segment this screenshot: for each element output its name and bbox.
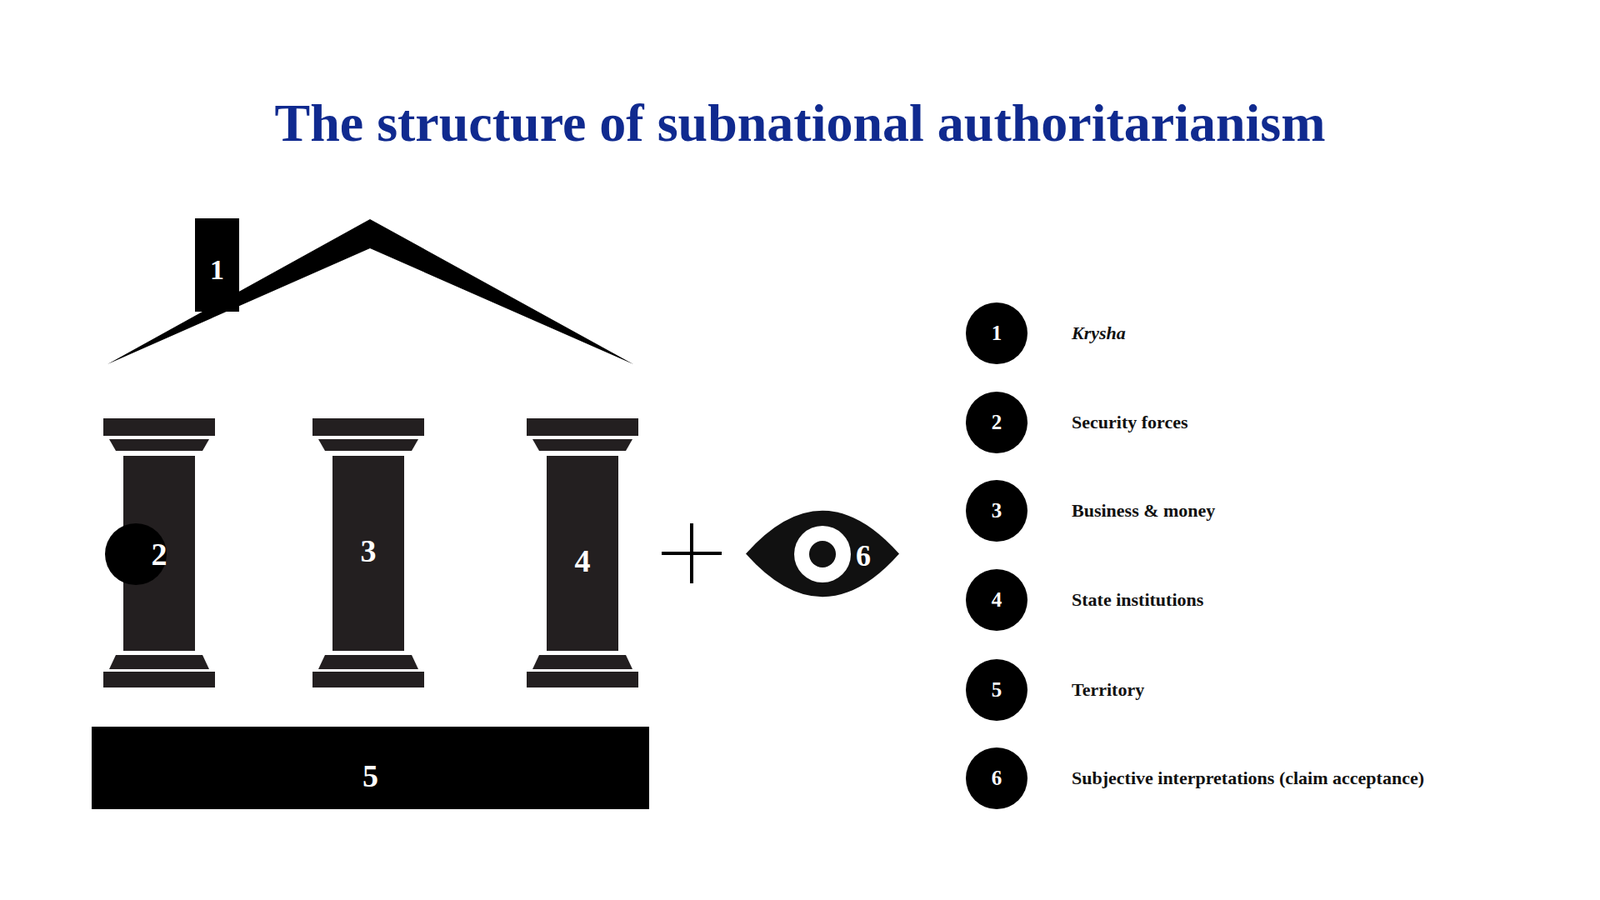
key-circle [965, 569, 1028, 631]
pillar: 4 [526, 418, 639, 688]
plus-sign [690, 523, 694, 584]
key-item-outline [965, 569, 1566, 631]
key-item-outline [965, 391, 1566, 454]
callout-number: 5 [91, 757, 650, 795]
pillar-shape [312, 418, 425, 688]
callout-number: 2 [965, 391, 1028, 454]
chimney-shape [195, 218, 240, 312]
key-item: 2 Security forces [965, 391, 1566, 454]
pillar-shape [103, 418, 215, 688]
pillar: 2 [103, 418, 215, 688]
key-item-outline [965, 480, 1566, 542]
callout-number: 6 [965, 747, 1028, 810]
callout-number: 3 [965, 480, 1028, 542]
chimney-box: 1 [195, 218, 240, 312]
callout-number: 1 [195, 253, 240, 287]
foundation-shape [91, 726, 650, 810]
key-circle [965, 391, 1028, 454]
callout-number: 3 [312, 532, 425, 570]
eye-symbol-outline [745, 509, 900, 599]
key-circle [965, 747, 1028, 810]
foundation-band: 5 [91, 726, 650, 810]
key-circle [965, 659, 1028, 721]
callout-number: 1 [965, 302, 1028, 365]
pillar: 3 [312, 418, 425, 688]
eye-symbol: 6 [745, 509, 900, 599]
diagram-title: The structure of subnational authoritari… [0, 90, 1600, 157]
key-item: 3 Business & money [965, 480, 1566, 542]
key-item: 5 Territory [965, 659, 1566, 721]
key-item-outline [965, 302, 1566, 365]
callout-number: 4 [526, 542, 639, 580]
key-item-outline [965, 659, 1566, 721]
key-label: Krysha [1071, 302, 1566, 365]
key-circle [965, 302, 1028, 365]
key-item: 1 Krysha [965, 302, 1566, 365]
callout-number: 4 [965, 569, 1028, 631]
key-circle [965, 480, 1028, 542]
pillar-shape [526, 418, 639, 688]
key-label: Security forces [1071, 391, 1566, 454]
key-label: Subjective interpretations (claim accept… [1071, 747, 1566, 810]
eye-shape [745, 510, 900, 598]
callout-number: 2 [103, 535, 215, 573]
key-item: 4 State institutions [965, 569, 1566, 631]
callout-number: 5 [965, 659, 1028, 721]
key-label: Business & money [1071, 480, 1566, 542]
key-label: Territory [1071, 659, 1566, 721]
roof-shape [107, 219, 634, 365]
key-label: State institutions [1071, 569, 1566, 631]
key-item: 6 Subjective interpretations (claim accep… [965, 747, 1566, 810]
callout-number: 6 [849, 537, 878, 575]
